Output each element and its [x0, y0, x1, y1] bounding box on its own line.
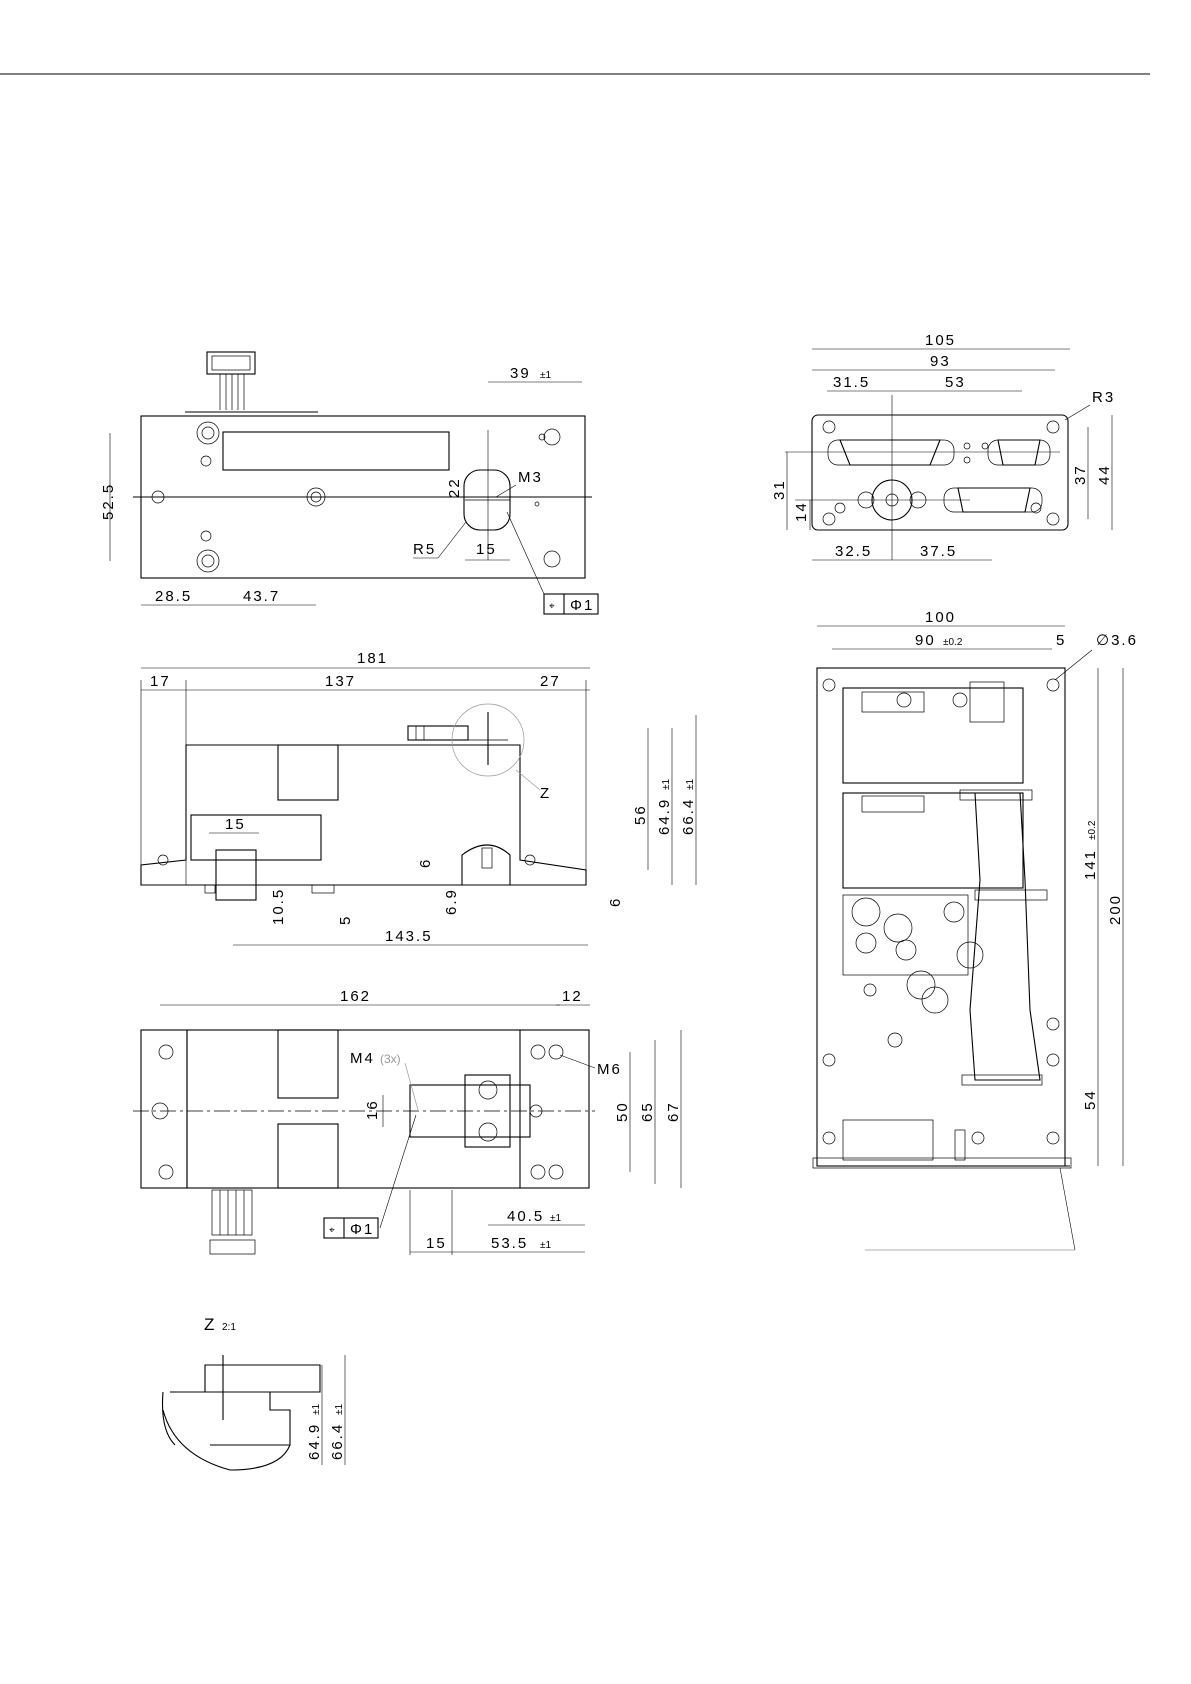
- dim-16: 16: [364, 1099, 381, 1120]
- dim-22: 22: [446, 477, 463, 498]
- fcf-position-symbol: ⌖: [329, 1225, 335, 1236]
- dim-31: 31: [771, 479, 788, 500]
- dim-66-4-tol: ±1: [334, 1404, 345, 1415]
- dim-15: 15: [225, 816, 246, 833]
- dim-14: 14: [793, 501, 810, 522]
- dim-10-5: 10.5: [270, 888, 287, 925]
- dim-39: 39: [510, 365, 531, 382]
- dim-37-5: 37.5: [920, 543, 957, 560]
- dim-53-5: 53.5: [491, 1235, 528, 1252]
- label-r3: R3: [1092, 389, 1115, 406]
- dim-181: 181: [357, 650, 388, 667]
- front-view: 105 93 31.5 53 R3 31 14: [771, 332, 1115, 560]
- dim-64-9: 64.9: [306, 1423, 323, 1460]
- fcf-position-symbol: ⌖: [549, 601, 555, 612]
- fcf-value: Φ1: [570, 597, 594, 614]
- dim-32-5: 32.5: [835, 543, 872, 560]
- dim-15: 15: [476, 541, 497, 558]
- label-m3: M3: [518, 469, 543, 486]
- dim-37: 37: [1072, 464, 1089, 485]
- dim-12: 12: [562, 988, 583, 1005]
- dim-53-5-tol: ±1: [540, 1240, 551, 1251]
- rear-view: 100 90 ±0.2 5 ∅3.6: [813, 609, 1138, 1250]
- dim-105: 105: [925, 332, 956, 349]
- dim-66-4: 66.4: [680, 798, 697, 835]
- dim-66-4-tol: ±1: [685, 779, 696, 790]
- dim-64-9-tol: ±1: [661, 779, 672, 790]
- dim-64-9: 64.9: [656, 798, 673, 835]
- dim-27: 27: [540, 673, 561, 690]
- dim-5: 5: [337, 915, 354, 925]
- dim-143-5: 143.5: [385, 928, 433, 945]
- dim-53: 53: [945, 374, 966, 391]
- dim-54: 54: [1082, 1089, 1099, 1110]
- dim-141: 141: [1082, 849, 1099, 880]
- dim-100: 100: [925, 609, 956, 626]
- dim-137: 137: [325, 673, 356, 690]
- dim-31-5: 31.5: [833, 374, 870, 391]
- detail-scale: 2:1: [222, 1322, 236, 1333]
- dim-56: 56: [632, 804, 649, 825]
- dim-dia-3-6: ∅3.6: [1096, 632, 1138, 649]
- dim-90-tol: ±0.2: [943, 637, 963, 648]
- label-m4: M4: [350, 1050, 375, 1067]
- side-view: 181 17 137 27 Z 15 6 56: [141, 650, 697, 945]
- dim-52-5: 52.5: [100, 483, 117, 520]
- dim-93: 93: [930, 353, 951, 370]
- dim-64-9-tol: ±1: [311, 1404, 322, 1415]
- detail-z-view: Z 2:1 64.9 ±1 66.4 ±1: [163, 1315, 347, 1470]
- dim-162: 162: [340, 988, 371, 1005]
- label-m6: M6: [597, 1061, 622, 1078]
- dim-5: 5: [1056, 632, 1066, 649]
- detail-title: Z: [204, 1315, 216, 1334]
- dim-200: 200: [1107, 894, 1124, 925]
- dim-50: 50: [614, 1101, 631, 1122]
- dim-65: 65: [639, 1101, 656, 1122]
- dim-40-5: 40.5: [507, 1208, 544, 1225]
- dim-6-9: 6.9: [443, 888, 460, 915]
- label-z: Z: [540, 785, 551, 802]
- top-view: 39 ±1 M3 22 R5 15 52.5 28.5 43.7 ⌖ Φ1: [100, 352, 598, 614]
- dim-28-5: 28.5: [155, 588, 192, 605]
- dim-67: 67: [665, 1101, 682, 1122]
- dim-43-7: 43.7: [243, 588, 280, 605]
- dim-40-5-tol: ±1: [550, 1213, 561, 1224]
- dim-90: 90: [915, 632, 936, 649]
- dim-66-4: 66.4: [329, 1423, 346, 1460]
- label-m4-qty: (3x): [380, 1052, 401, 1066]
- dim-6-b: 6: [607, 897, 624, 907]
- dim-44: 44: [1096, 464, 1113, 485]
- dim-17: 17: [150, 673, 171, 690]
- fcf-value: Φ1: [350, 1221, 374, 1238]
- dim-141-tol: ±0.2: [1087, 820, 1098, 840]
- label-r5: R5: [413, 541, 436, 558]
- dim-39-tol: ±1: [540, 370, 551, 381]
- bottom-view: 162 12 M4 (3x) M6: [133, 988, 682, 1255]
- dim-15: 15: [426, 1235, 447, 1252]
- dim-6: 6: [417, 858, 434, 868]
